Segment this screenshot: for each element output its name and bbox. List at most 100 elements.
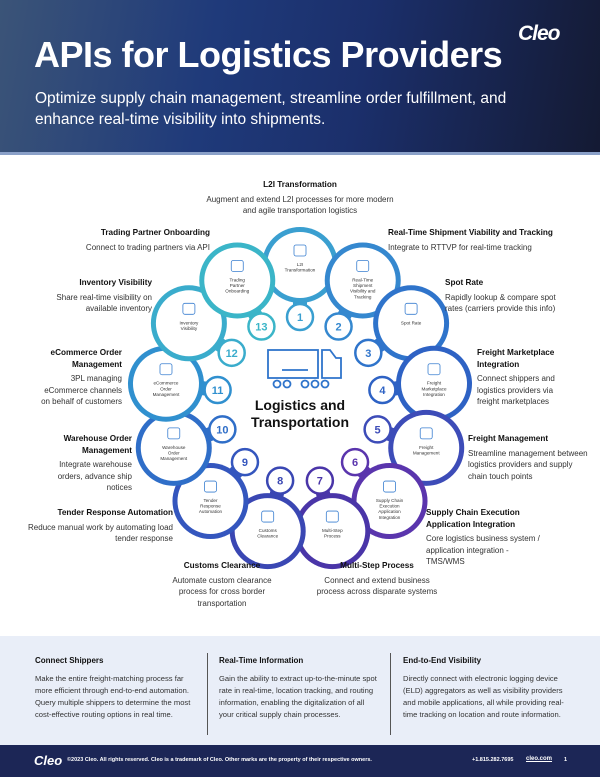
item-circle — [393, 414, 460, 481]
step-number: 12 — [226, 348, 238, 360]
step-number: 5 — [375, 424, 381, 436]
step-number-circle — [354, 338, 383, 368]
step-number-circle — [208, 415, 237, 444]
step-number-circle — [368, 375, 397, 405]
item-icon — [261, 510, 275, 523]
page-number: 1 — [564, 757, 568, 763]
step-number: 11 — [212, 385, 224, 397]
item-icon — [167, 427, 181, 440]
website-link[interactable]: cleo.com — [526, 756, 553, 762]
step-number-circle — [340, 447, 370, 477]
item-icon — [427, 363, 441, 376]
step-number-circle — [217, 338, 246, 368]
item-circle — [204, 247, 271, 314]
step-number-circle — [203, 375, 232, 405]
step-number-circle — [305, 466, 335, 495]
item-circle — [234, 498, 301, 565]
item-icon — [356, 260, 370, 272]
step-number: 7 — [317, 476, 323, 488]
item-circle-label: Spot Rate — [401, 320, 422, 325]
step-number: 10 — [216, 424, 228, 436]
step-number-circle — [230, 447, 260, 477]
truck-icon — [267, 349, 342, 389]
item-circle — [177, 468, 244, 535]
item-circle — [155, 290, 222, 357]
item-circle — [132, 350, 199, 417]
page-title: APIs for Logistics Providers — [34, 34, 503, 75]
item-icon — [293, 244, 307, 257]
item-icon — [204, 480, 217, 493]
item-circle — [378, 290, 445, 357]
copyright: ©2023 Cleo. All rights reserved. Cleo is… — [67, 757, 372, 763]
divider — [390, 653, 391, 735]
item-icon — [404, 302, 418, 315]
step-number-circle — [324, 312, 353, 341]
item-icon — [159, 363, 173, 376]
item-circle — [267, 232, 333, 298]
item-icon — [230, 260, 244, 272]
step-number-circle — [363, 415, 392, 444]
page-subtitle: Optimize supply chain management, stream… — [35, 90, 507, 128]
item-icon — [383, 480, 396, 493]
footer-logo: Cleo — [34, 753, 63, 768]
phone-number: +1.815.282.7695 — [472, 757, 514, 763]
item-icon — [182, 302, 196, 315]
item-circle — [356, 468, 423, 535]
wheel-item-3: Spot Rate 3 — [354, 285, 450, 368]
step-number: 13 — [255, 322, 267, 334]
divider — [207, 653, 208, 735]
cleo-logo: Cleo — [518, 22, 561, 45]
step-number: 3 — [365, 348, 371, 360]
label-supply-chain: Supply Chain Execution Application Integ… — [426, 508, 540, 566]
step-number: 4 — [379, 385, 386, 397]
step-number-circle — [285, 302, 315, 332]
step-number: 8 — [277, 476, 283, 488]
hero-banner: Cleo APIs for Logistics Providers Optimi… — [0, 0, 600, 155]
footer: Cleo ©2023 Cleo. All rights reserved. Cl… — [0, 745, 600, 777]
label-real-time-shipment: Real-Time Shipment Viability and Trackin… — [388, 228, 553, 252]
step-number: 1 — [297, 312, 303, 324]
item-circle — [401, 350, 468, 417]
item-circle — [299, 498, 366, 565]
step-number-circle — [265, 466, 295, 495]
center-title: Transportation — [251, 414, 349, 430]
step-number-circle — [247, 312, 276, 341]
step-number: 6 — [352, 457, 358, 469]
step-number: 9 — [242, 457, 248, 469]
item-circle — [140, 414, 207, 481]
item-icon — [419, 427, 433, 440]
